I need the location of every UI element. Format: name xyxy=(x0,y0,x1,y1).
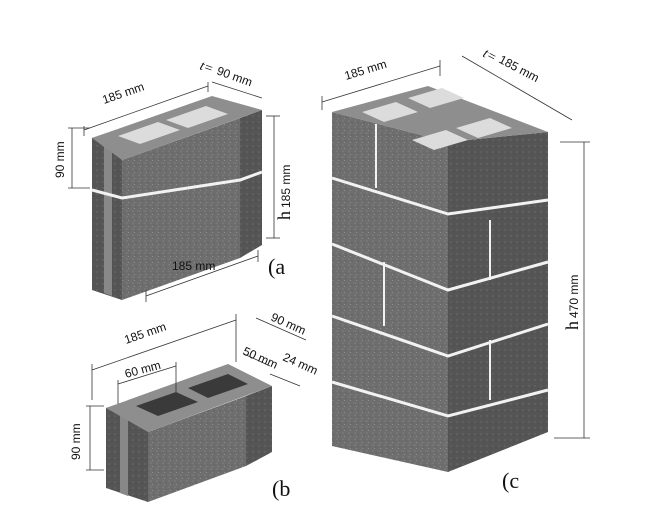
dim-a-top-width-line xyxy=(83,85,209,131)
block-b-cavity-2 xyxy=(188,374,248,398)
prism-a-cavity-1 xyxy=(118,122,180,144)
dim-a-height-prefix: h xyxy=(274,211,294,220)
dim-a-bottom-width: 185 mm xyxy=(172,259,215,273)
figure-b-label: (b xyxy=(272,476,290,501)
figure-c: 185 mm t= 185 mm h 470 mm (c xyxy=(321,46,590,493)
prism-c-front-face xyxy=(332,112,448,472)
dim-b-width-line xyxy=(255,317,307,341)
prism-c-joint-3 xyxy=(331,314,549,358)
prism-a-side-face xyxy=(240,110,262,258)
dim-a-thickness-prefix: t= xyxy=(198,59,216,78)
dim-a-bottom-width-line xyxy=(145,255,259,297)
prism-c-cavity-2 xyxy=(408,88,464,108)
dim-b-web-line xyxy=(269,373,301,387)
dim-b-cavity-line xyxy=(117,365,177,385)
dim-c-height-prefix: h xyxy=(562,321,582,330)
dim-c-top-width-line xyxy=(321,65,441,103)
dim-b-shell-line xyxy=(243,353,271,367)
dim-a-height: 185 mm xyxy=(279,165,293,208)
prism-c-joint-1 xyxy=(331,176,549,216)
dim-b-shell: 50 mm xyxy=(241,344,280,372)
figure-a: 185 mm t= 90 mm 90 mm h 185 mm 185 mm (a xyxy=(53,59,294,302)
dim-c-thickness-line xyxy=(461,55,573,121)
block-b-cavity-1 xyxy=(136,392,198,416)
dim-b-height: 90 mm xyxy=(69,423,83,460)
prism-a-mortar-joint xyxy=(91,170,263,200)
prism-c-cavity-1 xyxy=(362,102,418,122)
dim-a-top-width: 185 mm xyxy=(100,79,146,106)
prism-c-joint-2 xyxy=(331,242,549,292)
dim-a-thickness-line xyxy=(211,81,263,99)
block-b-front-face xyxy=(148,396,246,502)
dim-a-thickness: 90 mm xyxy=(215,64,254,90)
block-b-left-web xyxy=(120,402,128,496)
prism-c-cavity-3 xyxy=(412,130,468,150)
prism-c-cavity-4 xyxy=(456,118,512,138)
prism-a-left-web xyxy=(104,132,112,296)
dim-c-thickness-prefix: t= xyxy=(480,46,499,66)
prism-a-cavity-2 xyxy=(166,106,228,128)
dim-b-length: 185 mm xyxy=(122,319,168,346)
prism-a-front-face xyxy=(122,118,240,300)
dim-b-cavity: 60 mm xyxy=(123,358,162,381)
dim-b-web: 24 mm xyxy=(281,350,320,378)
figure-a-label: (a xyxy=(268,254,285,279)
dim-c-height: 470 mm xyxy=(567,275,581,318)
prism-c-side-face xyxy=(448,132,548,472)
dim-b-width: 90 mm xyxy=(269,310,308,338)
dim-c-top-width: 185 mm xyxy=(343,57,389,83)
figure-b: 185 mm 60 mm 90 mm 50 mm 24 mm 90 mm (b xyxy=(69,310,320,502)
dim-b-length-line xyxy=(91,319,237,371)
figure-c-label: (c xyxy=(502,468,519,493)
dim-a-left-height: 90 mm xyxy=(53,141,67,178)
block-b-side-face xyxy=(246,386,272,466)
prism-c-joint-4 xyxy=(331,380,549,418)
